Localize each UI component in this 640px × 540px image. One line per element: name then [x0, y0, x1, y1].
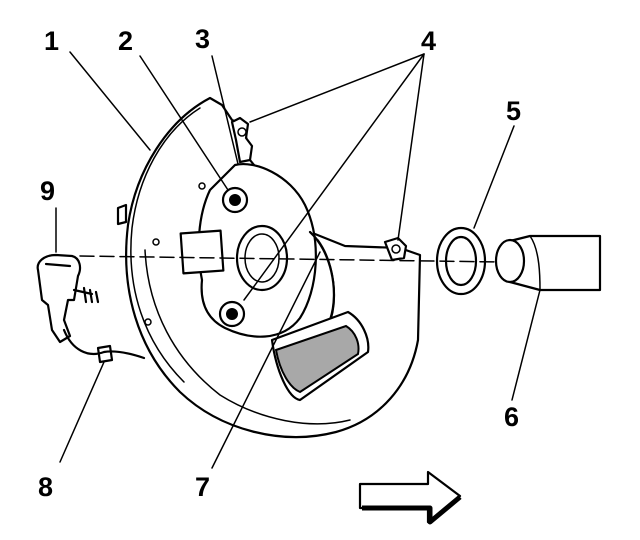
callout-8: 8	[38, 472, 53, 502]
callout-1: 1	[44, 26, 59, 56]
callout-labels: 1 2 3 4 5 6 7 8 9	[38, 24, 521, 502]
shield-block	[270, 310, 370, 402]
sensor-mount-pad	[179, 229, 225, 275]
callout-2: 2	[118, 26, 133, 56]
flange-bolts	[218, 186, 249, 328]
callout-7: 7	[195, 472, 210, 502]
right-arrow-icon	[358, 470, 462, 525]
axis-centerline	[79, 255, 501, 263]
axle-shaft	[494, 234, 602, 292]
callout-6: 6	[504, 402, 519, 432]
callout-3: 3	[195, 24, 210, 54]
callout-5: 5	[506, 96, 521, 126]
wheel-speed-sensor	[36, 253, 146, 364]
o-ring-seal	[435, 226, 487, 296]
callout-4: 4	[421, 26, 436, 56]
leader-lines	[55, 51, 541, 469]
callout-9: 9	[40, 176, 55, 206]
